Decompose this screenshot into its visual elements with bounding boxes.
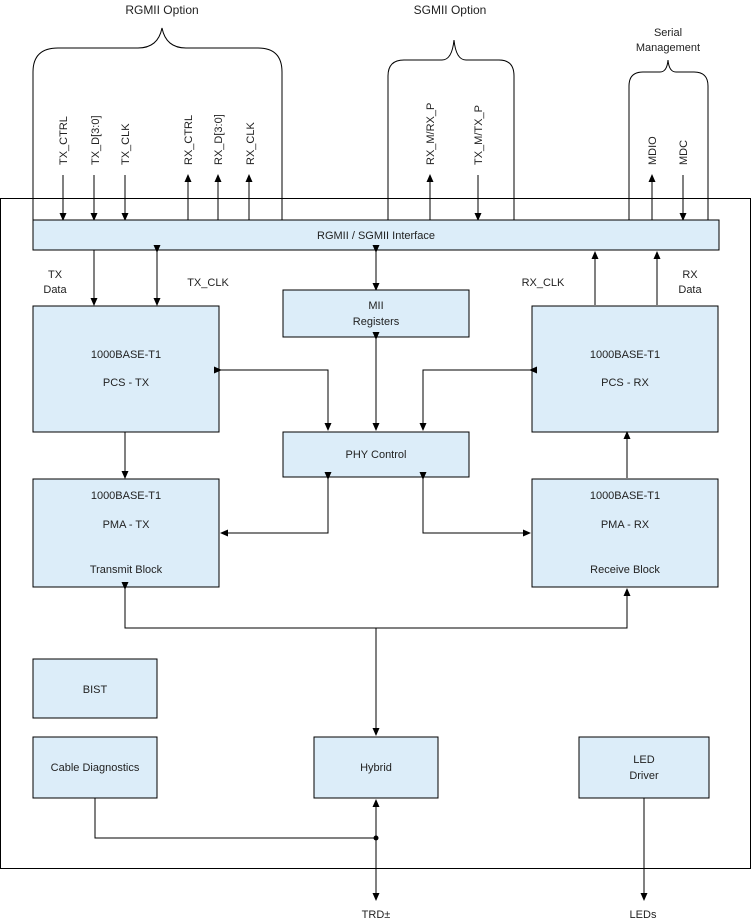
led-driver-label-line1: LED	[633, 754, 654, 766]
sgmii-group: SGMII Option	[387, 3, 515, 220]
leds-label: LEDs	[630, 909, 657, 921]
rgmii-group: RGMII Option	[32, 3, 283, 220]
pin-tx-ctrl: TX_CTRL	[58, 116, 70, 165]
hybrid-block	[313, 736, 439, 799]
interface-label: RGMII / SGMII Interface	[317, 230, 435, 242]
pcs-tx-block	[32, 305, 220, 433]
pma-tx-block	[32, 478, 220, 588]
bist-label: BIST	[83, 684, 108, 696]
pin-tx-d: TX_D[3:0]	[90, 115, 102, 165]
mii-label-line2: Registers	[353, 316, 400, 328]
mii-label-line1: MII	[368, 300, 383, 312]
pma-rx-label-line2: PMA - RX	[601, 519, 650, 531]
pcs-rx-label-line1: 1000BASE-T1	[590, 349, 660, 361]
pin-mdc: MDC	[678, 140, 690, 165]
hybrid-label: Hybrid	[360, 762, 392, 774]
serial-group-label-line2: Management	[636, 42, 700, 54]
pma-tx-label-line2: PMA - TX	[103, 519, 151, 531]
sgmii-group-label: SGMII Option	[414, 3, 487, 17]
led-driver-label-line2: Driver	[629, 770, 659, 782]
rx-clk-label: RX_CLK	[522, 277, 565, 289]
serial-group-label-line1: Serial	[654, 27, 682, 39]
pma-tx-label-line3: Transmit Block	[90, 564, 163, 576]
cable-diagnostics-block	[32, 736, 158, 799]
tx-clk-label: TX_CLK	[187, 277, 229, 289]
cable-diagnostics-label: Cable Diagnostics	[51, 762, 140, 774]
pin-mdio: MDIO	[647, 136, 659, 165]
bist-block	[32, 658, 158, 719]
pma-tx-label-line1: 1000BASE-T1	[91, 490, 161, 502]
pcs-rx-label-line2: PCS - RX	[601, 377, 649, 389]
tx-data-label-line1: TX	[48, 269, 63, 281]
phy-control-block	[282, 431, 470, 478]
led-driver-block	[578, 736, 710, 799]
pma-rx-block	[531, 478, 719, 588]
pcs-tx-label-line1: 1000BASE-T1	[91, 349, 161, 361]
pma-rx-label-line3: Receive Block	[590, 564, 660, 576]
pin-tx-m: TX_M/TX_P	[473, 105, 485, 165]
pcs-rx-block	[531, 305, 719, 433]
pin-rx-d: RX_D[3:0]	[213, 114, 225, 165]
pin-rx-m: RX_M/RX_P	[425, 103, 437, 165]
rx-data-label-line2: Data	[678, 284, 702, 296]
pin-rx-clk: RX_CLK	[245, 122, 257, 165]
rgmii-group-label: RGMII Option	[125, 3, 198, 17]
rx-data-label-line1: RX	[682, 269, 698, 281]
pin-rx-ctrl: RX_CTRL	[183, 115, 195, 165]
tx-data-label-line2: Data	[43, 284, 67, 296]
mii-registers-block	[282, 289, 470, 338]
pin-tx-clk: TX_CLK	[120, 123, 132, 165]
trd-label: TRD±	[362, 909, 391, 921]
pcs-tx-label-line2: PCS - TX	[103, 377, 150, 389]
serial-management-group: Serial Management	[628, 27, 709, 220]
phy-control-label: PHY Control	[346, 449, 407, 461]
pma-rx-label-line1: 1000BASE-T1	[590, 490, 660, 502]
pin-wires	[59, 174, 687, 227]
